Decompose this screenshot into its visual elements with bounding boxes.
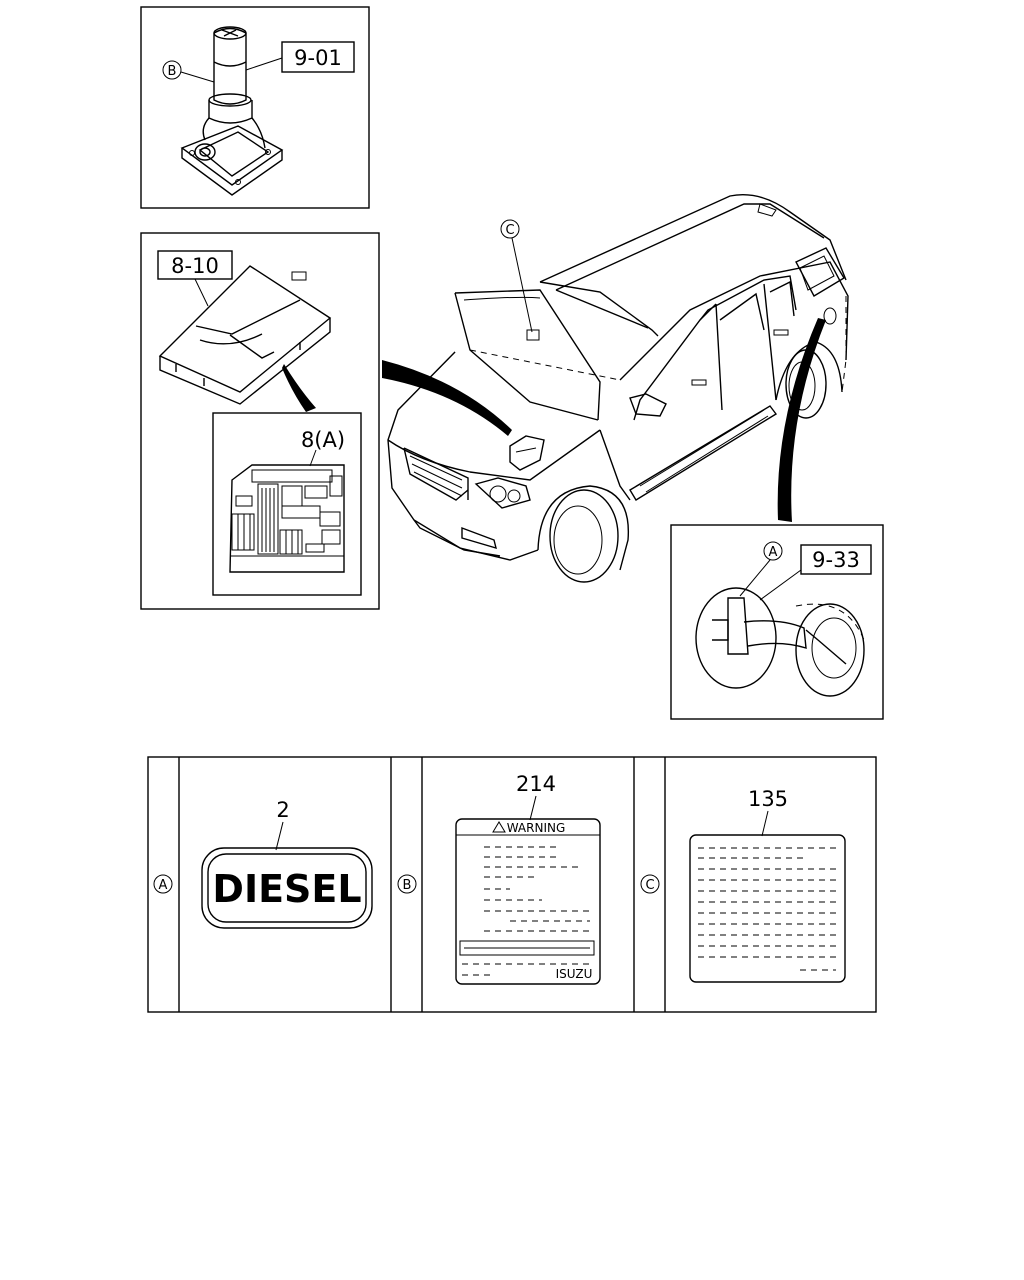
fuse-box-cover bbox=[158, 265, 332, 405]
ref-fuel-lid: 9-33 bbox=[812, 548, 860, 572]
table-marker-c: C bbox=[645, 878, 654, 893]
brand-text: ISUZU bbox=[556, 967, 593, 981]
label-table: A 2 DIESEL B 214 WARNING ISUZU C 135 bbox=[147, 756, 877, 1013]
warning-header: WARNING bbox=[507, 821, 566, 835]
ref-fuse-block: 8(A) bbox=[301, 428, 345, 452]
jack-illustration bbox=[180, 26, 284, 196]
vehicle-illustration bbox=[387, 194, 849, 583]
diesel-label: DIESEL bbox=[201, 847, 373, 929]
table-marker-c-circle bbox=[640, 874, 660, 894]
part-number-diesel: 2 bbox=[276, 798, 289, 822]
table-marker-a-circle bbox=[153, 874, 173, 894]
marker-c: C bbox=[505, 223, 514, 238]
fuse-block-grid bbox=[229, 464, 345, 573]
fuse-box-detail-box: 8-10 8(A) bbox=[140, 232, 380, 610]
table-marker-b: B bbox=[403, 878, 412, 893]
marker-b: B bbox=[168, 64, 177, 79]
fuel-filler-illustration bbox=[695, 587, 865, 697]
ref-box-jack bbox=[281, 41, 355, 73]
warning-label: WARNING ISUZU bbox=[455, 818, 601, 985]
marker-a-circle bbox=[763, 541, 783, 561]
leader-fuel-lid bbox=[777, 318, 826, 522]
fuel-lid-detail-box: A 9-33 bbox=[670, 524, 884, 720]
table-marker-b-circle bbox=[397, 874, 417, 894]
diesel-text: DIESEL bbox=[212, 867, 361, 911]
part-number-warning: 214 bbox=[516, 772, 556, 796]
ref-fuse-box: 8-10 bbox=[171, 254, 219, 278]
marker-a: A bbox=[769, 545, 778, 560]
marker-c-circle bbox=[500, 219, 520, 239]
part-number-info: 135 bbox=[748, 787, 788, 811]
fuse-block-panel bbox=[212, 412, 362, 596]
table-marker-a: A bbox=[159, 878, 168, 893]
leader-fuse-box bbox=[382, 360, 512, 436]
info-label bbox=[689, 834, 846, 983]
ref-box-fuel-lid bbox=[800, 544, 872, 575]
ref-jack: 9-01 bbox=[294, 46, 342, 70]
warning-triangle-icon bbox=[492, 821, 506, 833]
marker-b-circle bbox=[162, 60, 182, 80]
jack-detail-box: B 9-01 bbox=[140, 6, 370, 209]
